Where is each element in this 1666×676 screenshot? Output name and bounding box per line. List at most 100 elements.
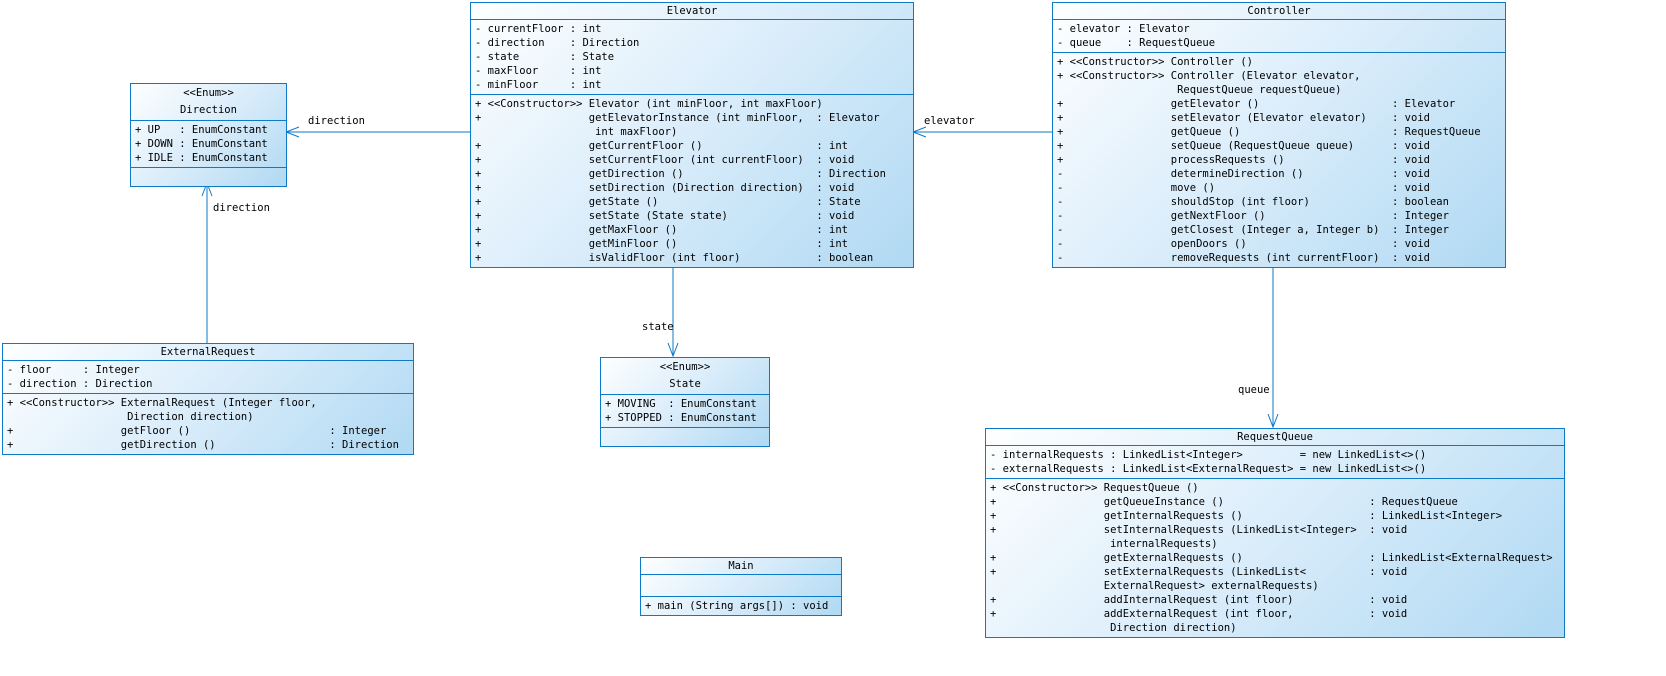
member-line: - internalRequests : LinkedList<Integer>… [990, 449, 1427, 461]
member-line: - queue : RequestQueue [1057, 37, 1216, 49]
member-line: + DOWN : EnumConstant [135, 138, 268, 150]
methods-section [601, 427, 769, 446]
member-line: - getClosest (Integer a, Integer b) : In… [1057, 224, 1449, 236]
member-line: + <<Constructor>> Controller () [1057, 56, 1253, 68]
member-line: + getQueue () : RequestQueue [1057, 126, 1481, 138]
member-line: - minFloor : int [475, 79, 602, 91]
attributes-section: - elevator : Elevator - queue : RequestQu… [1053, 20, 1505, 52]
member-line: + getMaxFloor () : int [475, 224, 848, 236]
class-name: Direction [180, 104, 237, 116]
attributes-section [641, 575, 841, 596]
member-line: + <<Constructor>> Controller (Elevator e… [1057, 70, 1361, 82]
member-line: RequestQueue requestQueue) [1057, 84, 1342, 96]
member-line: + getMinFloor () : int [475, 238, 848, 250]
member-line: + STOPPED : EnumConstant [605, 412, 757, 424]
class-title: Elevator [471, 3, 913, 20]
member-line: - direction : Direction [475, 37, 640, 49]
methods-section: + <<Constructor>> Controller () + <<Const… [1053, 52, 1505, 267]
member-line: - openDoors () : void [1057, 238, 1430, 250]
member-line: + getDirection () : Direction [7, 439, 399, 451]
class-name: State [669, 378, 701, 390]
class-name: Elevator [666, 5, 718, 17]
class-title: Controller [1053, 3, 1505, 20]
member-line: - externalRequests : LinkedList<External… [990, 463, 1427, 475]
member-line: internalRequests) [990, 538, 1218, 550]
class-name: Main [728, 560, 754, 572]
member-line: + isValidFloor (int floor) : boolean [475, 252, 874, 264]
member-line: - direction : Direction [7, 378, 153, 390]
edge-controller-elevator[interactable] [911, 126, 1052, 138]
methods-section: + main (String args[]) : void [641, 596, 841, 615]
member-line: + getFloor () : Integer [7, 425, 387, 437]
class-title: Main [641, 558, 841, 575]
attributes-section: + UP : EnumConstant+ DOWN : EnumConstant… [131, 121, 286, 167]
methods-section: + <<Constructor>> RequestQueue ()+ getQu… [986, 478, 1564, 637]
member-line: - getNextFloor () : Integer [1057, 210, 1449, 222]
member-line: + <<Constructor>> RequestQueue () [990, 482, 1199, 494]
edge-label-state: state [642, 321, 674, 333]
member-line: + getDirection () : Direction [475, 168, 886, 180]
member-line: + setCurrentFloor (int currentFloor) : v… [475, 154, 855, 166]
member-line: Direction direction) [990, 622, 1237, 634]
member-line: - currentFloor : int [475, 23, 602, 35]
edge-controller-requestqueue[interactable] [1267, 264, 1279, 429]
member-line: + getExternalRequests () : LinkedList<Ex… [990, 552, 1553, 564]
edge-label-elevator: elevator [924, 115, 975, 127]
member-line: + setQueue (RequestQueue queue) : void [1057, 140, 1430, 152]
class-request-queue[interactable]: RequestQueue - internalRequests : Linked… [985, 428, 1565, 638]
member-line: + processRequests () : void [1057, 154, 1430, 166]
edge-label-queue: queue [1238, 384, 1270, 396]
class-title: RequestQueue [986, 429, 1564, 446]
class-title: <<Enum>> State [601, 358, 769, 395]
member-line: - shouldStop (int floor) : boolean [1057, 196, 1449, 208]
member-line: + main (String args[]) : void [645, 600, 829, 612]
edge-label-direction: direction [213, 202, 270, 214]
class-external-request[interactable]: ExternalRequest - floor : Integer- direc… [2, 343, 414, 455]
edge-elevator-state[interactable] [667, 264, 679, 358]
member-line: Direction direction) [7, 411, 254, 423]
class-stereotype: <<Enum>> [659, 361, 711, 373]
member-line: - maxFloor : int [475, 65, 602, 77]
member-line: + getElevator () : Elevator [1057, 98, 1456, 110]
member-line: + getElevatorInstance (int minFloor, : E… [475, 112, 880, 124]
class-stereotype: <<Enum>> [183, 87, 234, 99]
edge-label-direction: direction [308, 115, 365, 127]
methods-section: + <<Constructor>> Elevator (int minFloor… [471, 94, 913, 267]
member-line: + IDLE : EnumConstant [135, 152, 268, 164]
class-elevator[interactable]: Elevator - currentFloor : int - direction… [470, 2, 914, 268]
member-line: + <<Constructor>> Elevator (int minFloor… [475, 98, 823, 110]
member-line: ExternalRequest> externalRequests) [990, 580, 1319, 592]
attributes-section: - floor : Integer- direction : Direction [3, 361, 413, 393]
attributes-section: - currentFloor : int - direction : Direct… [471, 20, 913, 94]
member-line: - move () : void [1057, 182, 1430, 194]
class-name: Controller [1247, 5, 1311, 17]
methods-section [131, 167, 286, 186]
class-state[interactable]: <<Enum>> State + MOVING : EnumConstant + … [600, 357, 770, 447]
member-line: + getInternalRequests () : LinkedList<In… [990, 510, 1503, 522]
edge-elevator-direction[interactable] [284, 126, 470, 138]
class-controller[interactable]: Controller - elevator : Elevator - queue … [1052, 2, 1506, 268]
methods-section: + <<Constructor>> ExternalRequest (Integ… [3, 393, 413, 454]
member-line: - state : State [475, 51, 615, 63]
member-line: - removeRequests (int currentFloor) : vo… [1057, 252, 1430, 264]
class-title: ExternalRequest [3, 344, 413, 361]
member-line: + getCurrentFloor () : int [475, 140, 848, 152]
attributes-section: - internalRequests : LinkedList<Integer>… [986, 446, 1564, 478]
class-title: <<Enum>> Direction [131, 84, 286, 121]
class-main[interactable]: Main + main (String args[]) : void [640, 557, 842, 616]
class-name: ExternalRequest [160, 346, 256, 358]
member-line: + addExternalRequest (int floor, : void [990, 608, 1408, 620]
member-line: + MOVING : EnumConstant [605, 398, 757, 410]
edge-externalrequest-direction[interactable] [201, 181, 213, 343]
class-direction[interactable]: <<Enum>> Direction + UP : EnumConstant+ … [130, 83, 287, 187]
member-line: + setDirection (Direction direction) : v… [475, 182, 855, 194]
member-line: + <<Constructor>> ExternalRequest (Integ… [7, 397, 317, 409]
member-line: + setState (State state) : void [475, 210, 855, 222]
class-name: RequestQueue [1237, 431, 1313, 443]
member-line: - determineDirection () : void [1057, 168, 1430, 180]
member-line: - elevator : Elevator [1057, 23, 1190, 35]
member-line: + getState () : State [475, 196, 861, 208]
member-line: int maxFloor) [475, 126, 678, 138]
